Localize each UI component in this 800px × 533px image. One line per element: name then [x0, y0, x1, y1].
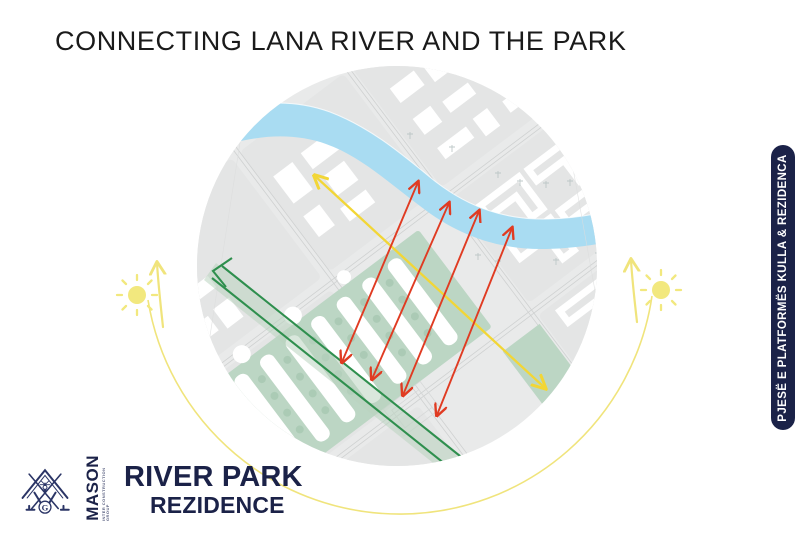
red-connection-arrow [372, 203, 449, 379]
mason-brand-subline: INTER CONSTRUCTION GROUP [101, 467, 110, 521]
mason-brand-word: MASON [83, 455, 102, 521]
city-grid [197, 66, 597, 466]
growth-arrow-right [631, 260, 637, 324]
road-lines [197, 66, 597, 466]
riverside-trees [407, 132, 597, 266]
platform-side-tab: PJESË E PLATFORMËS KULLA & REZIDENCA [771, 145, 795, 430]
project-name-line1: RIVER PARK [124, 461, 303, 494]
urban-blocks [197, 66, 597, 466]
red-connection-arrow [437, 228, 512, 415]
svg-text:G: G [42, 502, 49, 512]
platform-side-tab-label: PJESË E PLATFORMËS KULLA & REZIDENCA [777, 153, 789, 422]
yellow-boulevard-axis-arrow [315, 176, 545, 388]
red-connection-arrows [342, 182, 512, 415]
parcel-hatching [197, 77, 597, 461]
green-park-corridor [204, 257, 476, 466]
growth-arrow-left [157, 263, 163, 329]
buildings-east [475, 135, 597, 369]
lana-river [197, 102, 597, 250]
mason-wordmark: MASON INTER CONSTRUCTION GROUP [83, 455, 110, 521]
project-name-line2: REZIDENCE [150, 491, 285, 518]
map-circle-base [197, 66, 597, 466]
sun-icon-right [639, 268, 683, 312]
mason-compass-emblem-icon: G [21, 468, 70, 514]
brand-logo-lockup: G MASON INTER CONSTRUCTION GROUP RIVER P… [12, 455, 303, 523]
red-connection-arrow [403, 211, 479, 395]
red-connection-arrow [342, 182, 418, 362]
project-wordmark: RIVER PARK REZIDENCE [124, 462, 303, 518]
sun-icon-left [115, 273, 159, 317]
page-title: CONNECTING LANA RIVER AND THE PARK [55, 26, 627, 56]
map-contents [197, 66, 597, 466]
